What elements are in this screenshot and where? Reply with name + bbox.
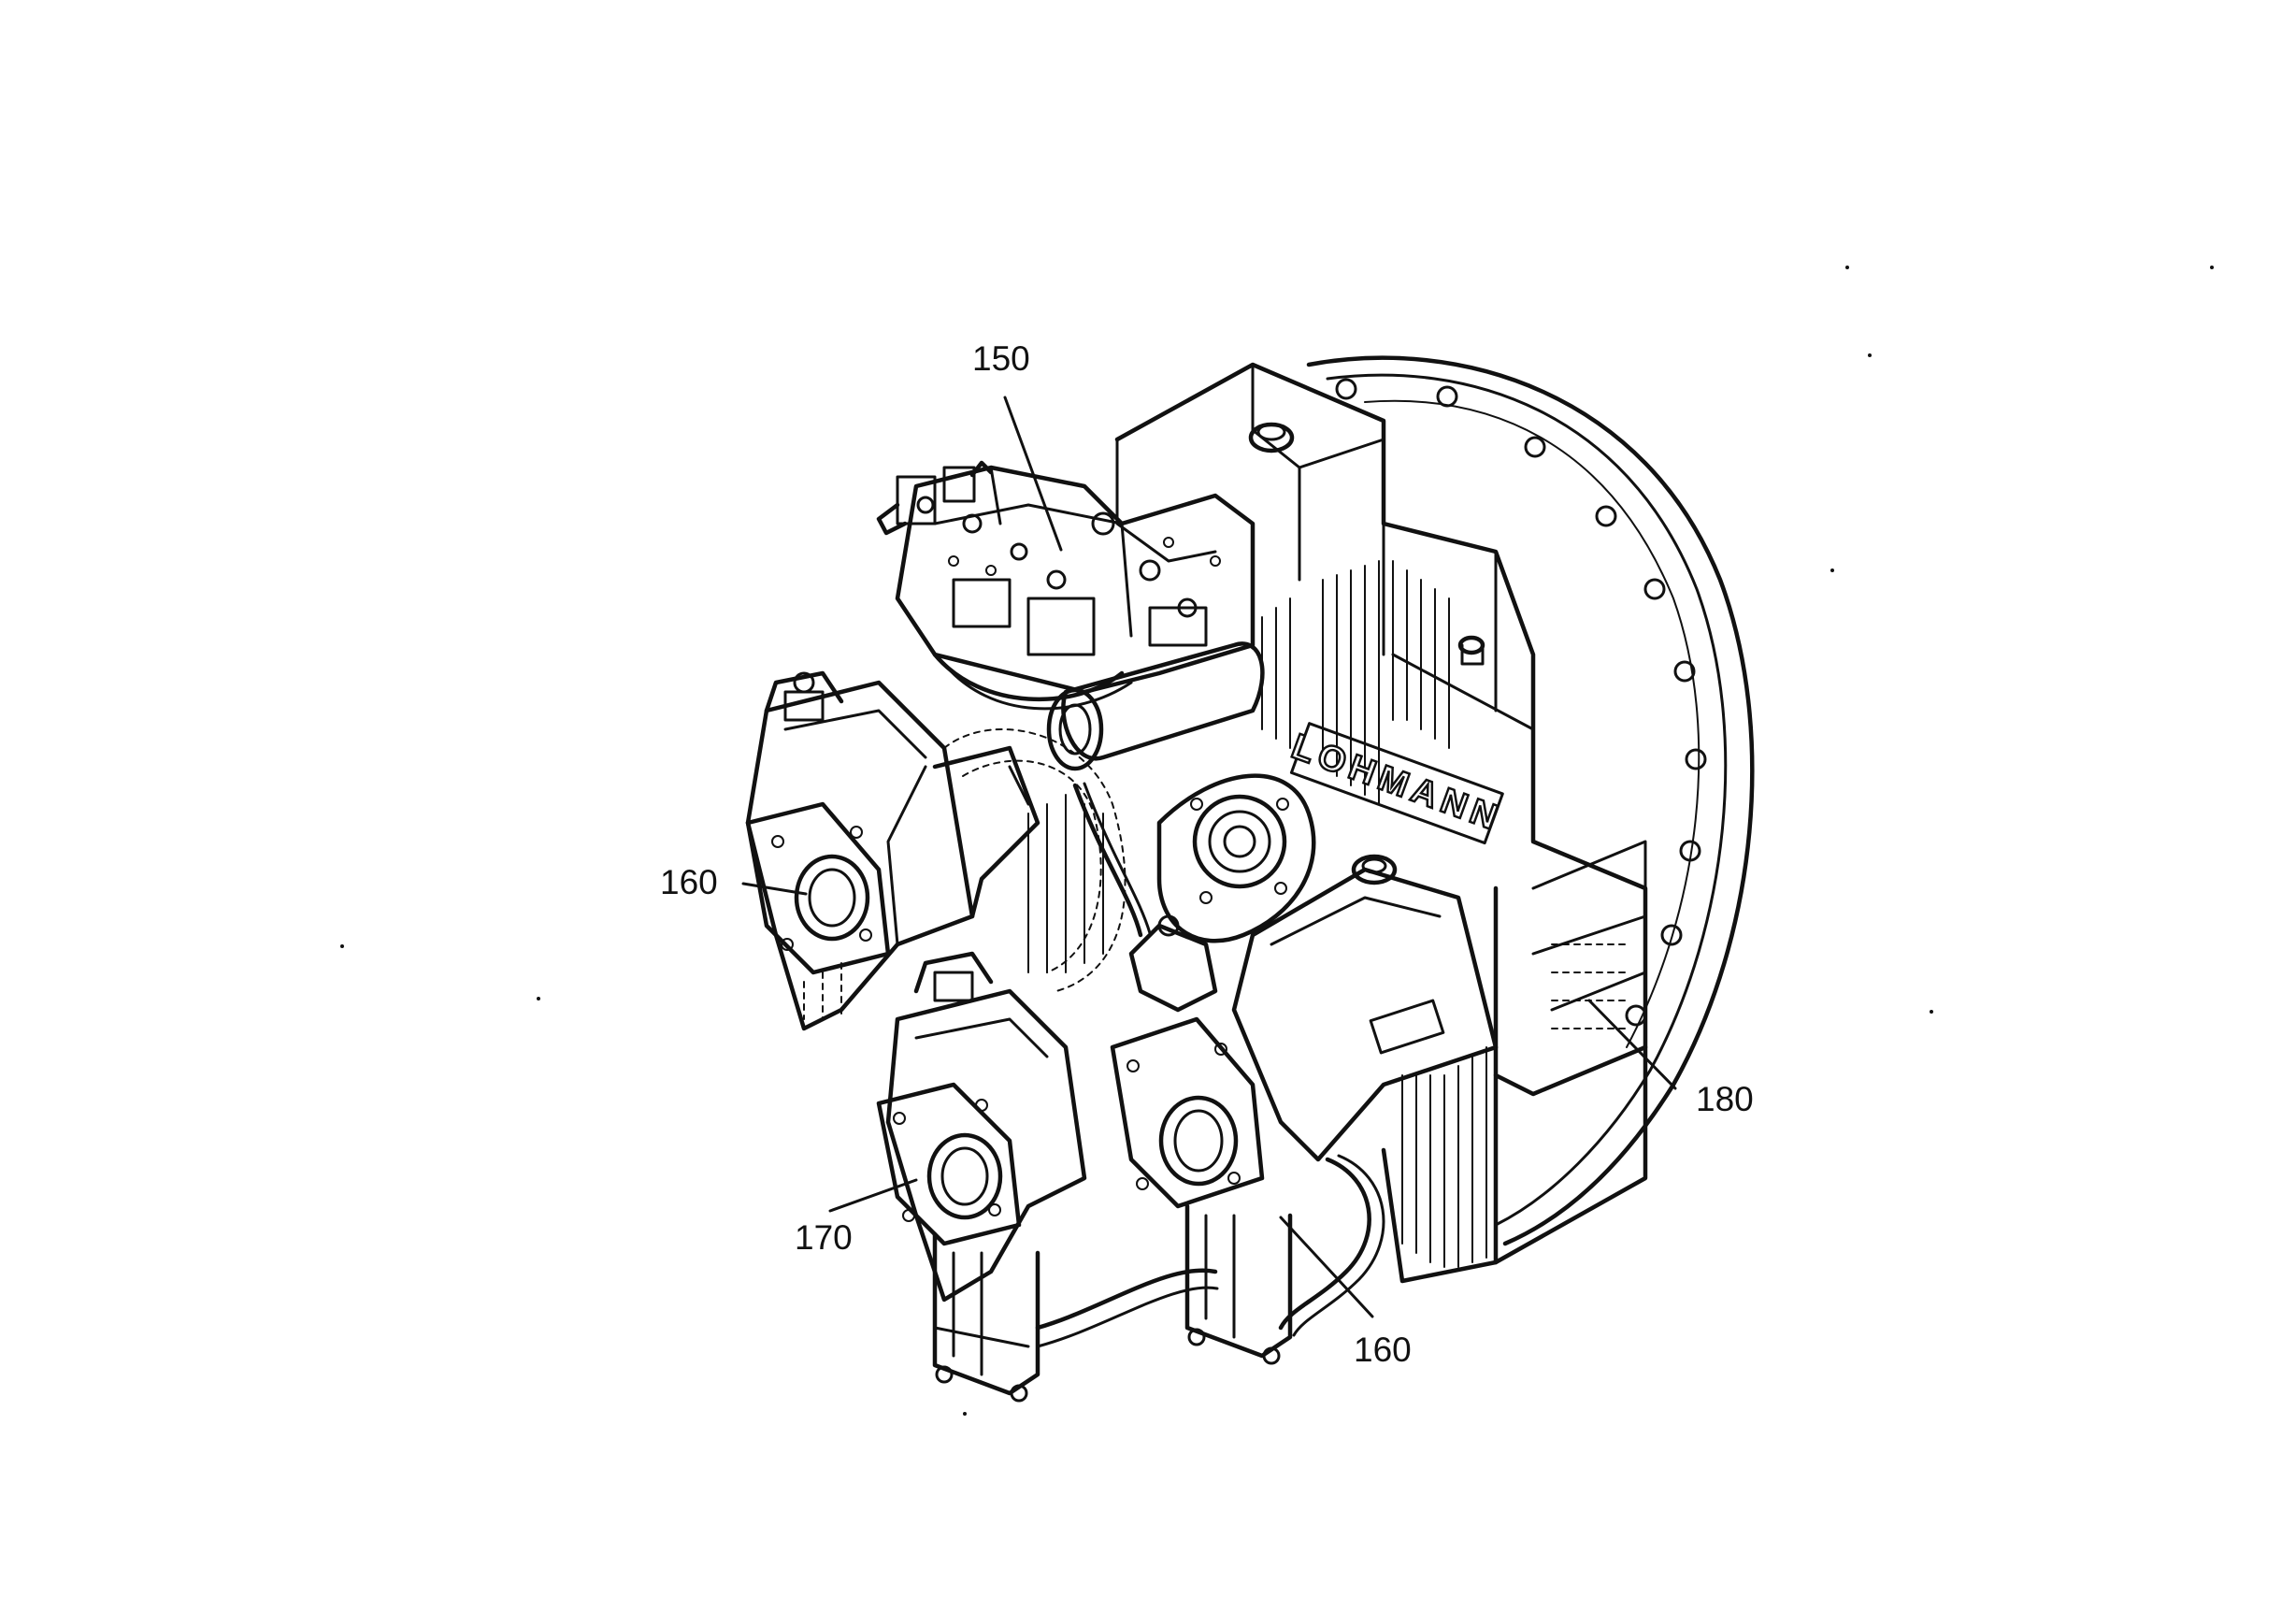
callout-160-lower: 160 (1354, 1331, 1412, 1369)
callout-labels: 150 160 170 160 180 (660, 339, 1754, 1369)
callout-150: 150 (972, 339, 1030, 378)
control-valve-block (876, 460, 1265, 938)
casing-lettering-band: LOHMANN (1285, 722, 1509, 845)
callout-170: 170 (795, 1218, 853, 1257)
callout-leaders (741, 396, 1677, 1318)
cooling-fins (1261, 560, 1487, 1268)
callout-180: 180 (1696, 1080, 1754, 1118)
scan-specks (340, 266, 2214, 1416)
central-port-flange (1156, 773, 1316, 943)
flange-bolts (1335, 378, 1707, 1027)
pump-160-lower (1110, 854, 1499, 1365)
pump-160-upper (745, 670, 1040, 1031)
rear-finned-body (943, 728, 1126, 992)
valve-bolts (948, 537, 1221, 576)
housing-panel-hatching (1551, 943, 1628, 1029)
pump-170-lower (876, 951, 1219, 1403)
callout-160-upper: 160 (660, 863, 718, 901)
pump-160-upper-hatching (803, 962, 842, 1020)
